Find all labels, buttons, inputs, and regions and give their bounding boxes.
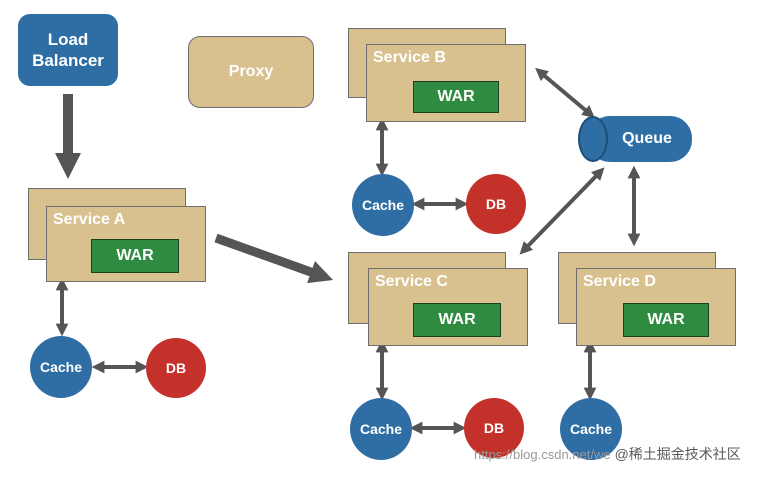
service-d-war: WAR	[623, 303, 709, 337]
service-a-node: Service A WAR	[46, 206, 206, 282]
cache-c-node: Cache	[350, 398, 412, 460]
service-b-node: Service B WAR	[366, 44, 526, 122]
service-a-war: WAR	[91, 239, 179, 273]
queue-label: Queue	[622, 130, 672, 147]
cache-a-node: Cache	[30, 336, 92, 398]
proxy-label: Proxy	[228, 63, 274, 80]
db-c-node: DB	[464, 398, 524, 458]
service-a-war-label: WAR	[116, 247, 154, 264]
queue-cylinder-cap	[578, 116, 608, 162]
service-d-label: Service D	[583, 273, 656, 290]
service-b-label: Service B	[373, 49, 446, 66]
cache-d-node: Cache	[560, 398, 622, 460]
arrow-service-a-to-service-c	[214, 233, 334, 284]
service-c-war: WAR	[413, 303, 501, 337]
watermark: https://blog.csdn.net/we@稀土掘金技术社区	[474, 444, 741, 464]
db-a-label: DB	[165, 360, 187, 376]
db-a-node: DB	[146, 338, 206, 398]
service-d-war-label: WAR	[647, 311, 685, 328]
arrow-service-b-queue	[535, 67, 595, 119]
service-d-node: Service D WAR	[576, 268, 736, 346]
watermark-brand: @稀土掘金技术社区	[614, 446, 741, 462]
service-b-war-label: WAR	[437, 88, 475, 105]
db-c-label: DB	[483, 420, 505, 436]
service-c-war-label: WAR	[438, 311, 476, 328]
cache-b-node: Cache	[352, 174, 414, 236]
db-b-node: DB	[466, 174, 526, 234]
load-balancer-node: Load Balancer	[18, 14, 118, 86]
proxy-node: Proxy	[188, 36, 314, 108]
cache-a-label: Cache	[39, 359, 83, 375]
cache-c-label: Cache	[359, 421, 403, 437]
service-b-war: WAR	[413, 81, 499, 113]
service-a-label: Service A	[53, 211, 126, 228]
arrow-queue-service-c	[519, 167, 605, 255]
service-c-node: Service C WAR	[368, 268, 528, 346]
db-b-label: DB	[485, 196, 507, 212]
cache-b-label: Cache	[361, 197, 405, 213]
load-balancer-label: Load Balancer	[32, 30, 104, 70]
watermark-url: https://blog.csdn.net/we	[474, 447, 611, 462]
service-c-label: Service C	[375, 273, 448, 290]
cache-d-label: Cache	[569, 421, 613, 437]
